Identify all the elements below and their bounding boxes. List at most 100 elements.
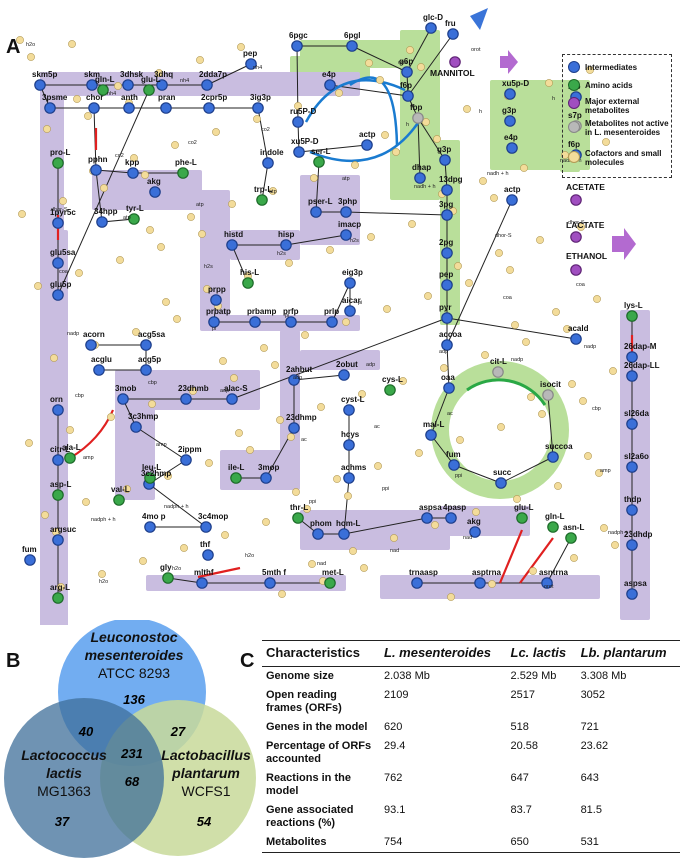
- cofactor-node: [595, 469, 603, 477]
- metabolite-label: alac-S: [224, 384, 248, 393]
- metabolite-node: [402, 90, 414, 102]
- reaction-edge: [417, 117, 421, 179]
- cofactor-label: nadp: [584, 344, 596, 350]
- cofactor-label: co2: [261, 127, 270, 133]
- reaction-edge: [315, 161, 320, 213]
- cofactor-node: [465, 279, 473, 287]
- metabolite-node: [441, 312, 453, 324]
- cofactor-label: cbp: [75, 393, 84, 399]
- cofactor-node: [529, 567, 537, 575]
- row-label: Open reading frames (ORFs): [266, 689, 342, 714]
- metabolite-label: xu5P-D: [291, 137, 319, 146]
- venn-count-all: 231: [120, 746, 143, 761]
- metabolite-label: glu-L: [141, 75, 161, 84]
- cofactor-node: [538, 410, 546, 418]
- cofactor-node: [344, 492, 352, 500]
- metabolite-node: [445, 512, 457, 524]
- metabolite-label: indole: [260, 148, 284, 157]
- metabolite-node: [249, 316, 261, 328]
- cofactor-label: h2o: [245, 553, 254, 559]
- metabolite-node: [293, 146, 305, 158]
- cofactor-node: [66, 426, 74, 434]
- cofactor-node: [600, 524, 608, 532]
- cofactor-node: [292, 488, 300, 496]
- table-row: Genome size 2.038 Mb 2.529 Mb 3.308 Mb: [262, 667, 680, 687]
- metabolite-label: s7p: [568, 111, 582, 120]
- metabolite-node: [144, 472, 156, 484]
- cofactor-node: [577, 223, 585, 231]
- metabolite-label: dhap: [412, 163, 431, 172]
- cofactor-node: [262, 518, 270, 526]
- metabolite-label: his-L: [240, 268, 259, 277]
- cofactor-node: [75, 269, 83, 277]
- table-header-row: Characteristics L. mesenteroides Lc. lac…: [262, 640, 680, 667]
- metabolite-label: actp: [359, 130, 376, 139]
- metabolite-label: 3mop: [258, 463, 279, 472]
- metabolite-node: [441, 247, 453, 259]
- cofactor-node: [187, 213, 195, 221]
- metabolite-label: acg5sa: [138, 330, 166, 339]
- cofactor-label: co2: [115, 153, 124, 159]
- metabolite-label: anth: [121, 93, 138, 102]
- cofactor-node: [173, 315, 181, 323]
- cell: 518: [510, 721, 529, 733]
- metabolite-label: sl2a6o: [624, 452, 649, 461]
- cofactor-node: [228, 200, 236, 208]
- metabolite-node: [626, 461, 638, 473]
- cofactor-node: [383, 305, 391, 313]
- metabolite-label: aspsa: [419, 503, 442, 512]
- reaction-edge: [231, 317, 448, 400]
- external-metabolite-node: [570, 231, 582, 243]
- metabolite-label: tyr-L: [126, 204, 144, 213]
- reaction-edge: [57, 89, 150, 296]
- metabolite-node: [312, 528, 324, 540]
- metabolite-node: [338, 369, 350, 381]
- venn-count-only-leuc: 136: [123, 692, 145, 707]
- reaction-edge: [446, 344, 450, 389]
- export-arrow-icon: [500, 50, 518, 74]
- reaction-edge: [261, 162, 269, 201]
- venn-label-lacto-name-1: Lactococcus: [21, 747, 107, 763]
- metabolite-node: [324, 79, 336, 91]
- legend-amino-acids: Amino acids: [585, 81, 633, 90]
- red-reaction-arrow: [519, 537, 554, 584]
- metabolic-network-map: glc-Dfrug6pf6pfbpdhapg3p13dpg3pg2pgpeppy…: [16, 8, 660, 625]
- cofactor-node: [586, 66, 594, 74]
- metabolite-label: prfp: [283, 307, 299, 316]
- cofactor-label: adp: [439, 349, 448, 355]
- external-metabolite-node: [570, 264, 582, 276]
- metabolite-node: [52, 257, 64, 269]
- cofactor-label: h: [552, 96, 555, 102]
- red-reaction-arrow: [197, 566, 241, 579]
- cofactor-label: coa: [59, 269, 69, 275]
- metabolite-node: [626, 310, 638, 322]
- metabolite-node: [626, 418, 638, 430]
- reaction-edge: [546, 537, 572, 584]
- reaction-edge: [285, 234, 347, 246]
- metabolite-node: [86, 79, 98, 91]
- external-metabolite-label: ETHANOL: [566, 251, 607, 261]
- cell: 721: [580, 721, 599, 733]
- table-row: Metabolites 754 650 531: [262, 833, 680, 853]
- metabolite-node: [439, 154, 451, 166]
- cofactor-label: h2s: [350, 238, 359, 244]
- metabolite-node: [52, 289, 64, 301]
- metabolite-label: kpp: [125, 158, 139, 167]
- cofactor-node: [98, 570, 106, 578]
- metabolite-label: 23dhmb: [178, 384, 209, 393]
- cofactor-label: orot: [544, 584, 554, 590]
- metabolite-label: val-L: [111, 485, 130, 494]
- cell: 620: [384, 721, 403, 733]
- cofactor-node: [16, 36, 24, 44]
- cofactor-node: [114, 82, 122, 90]
- cofactor-node: [171, 141, 179, 149]
- cofactor-node: [554, 482, 562, 490]
- red-reaction-arrow: [498, 529, 524, 584]
- cell: 3.308 Mb: [580, 670, 627, 682]
- reaction-edge: [329, 84, 409, 97]
- metabolite-node: [64, 452, 76, 464]
- pathway-band: [440, 140, 460, 325]
- cofactor-node: [399, 377, 407, 385]
- metabolite-label: glc-D: [423, 13, 443, 22]
- cofactor-label: ppi: [309, 499, 316, 505]
